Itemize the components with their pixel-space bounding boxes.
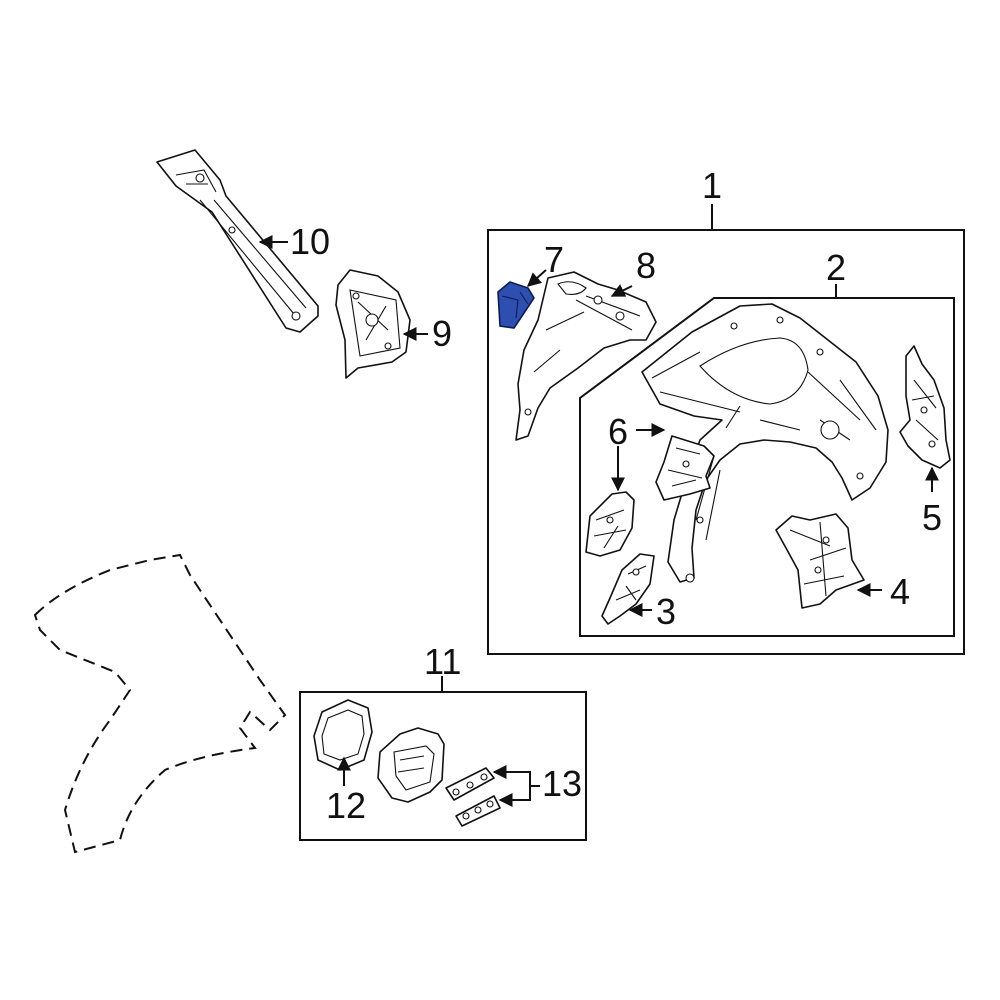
part-12-gasket[interactable] (313, 699, 373, 771)
callout-8: 8 (636, 245, 656, 286)
callout-7: 7 (544, 239, 564, 280)
part-3-bracket[interactable] (601, 553, 655, 625)
callout-4: 4 (890, 571, 910, 612)
part-8-panel[interactable] (515, 271, 657, 441)
part-9-bracket[interactable] (335, 269, 411, 379)
leader-lines (258, 204, 939, 807)
part-13-plate-lower[interactable] (455, 795, 501, 827)
part-6-upper-bracket[interactable] (655, 435, 715, 501)
part-6-lower-bracket[interactable] (585, 491, 635, 557)
callout-1: 1 (702, 165, 722, 206)
fuel-door-housing[interactable] (377, 727, 445, 803)
part-4-bracket[interactable] (775, 513, 865, 609)
part-7-highlighted[interactable] (497, 281, 535, 329)
assembly-1-frame (487, 229, 965, 655)
callout-9: 9 (432, 313, 452, 354)
callout-6: 6 (608, 411, 628, 452)
part-5-bracket[interactable] (899, 345, 951, 469)
callout-13: 13 (542, 763, 582, 804)
callout-10: 10 (290, 221, 330, 262)
assembly-2-frame (579, 297, 955, 637)
callout-11: 11 (424, 641, 461, 682)
quarter-panel-outline (33, 553, 287, 854)
callout-3: 3 (656, 591, 676, 632)
callout-2: 2 (826, 247, 846, 288)
callout-12: 12 (326, 785, 366, 826)
part-13-plate-upper[interactable] (445, 767, 495, 801)
callout-5: 5 (922, 497, 942, 538)
part-10-pillar[interactable] (156, 149, 319, 333)
